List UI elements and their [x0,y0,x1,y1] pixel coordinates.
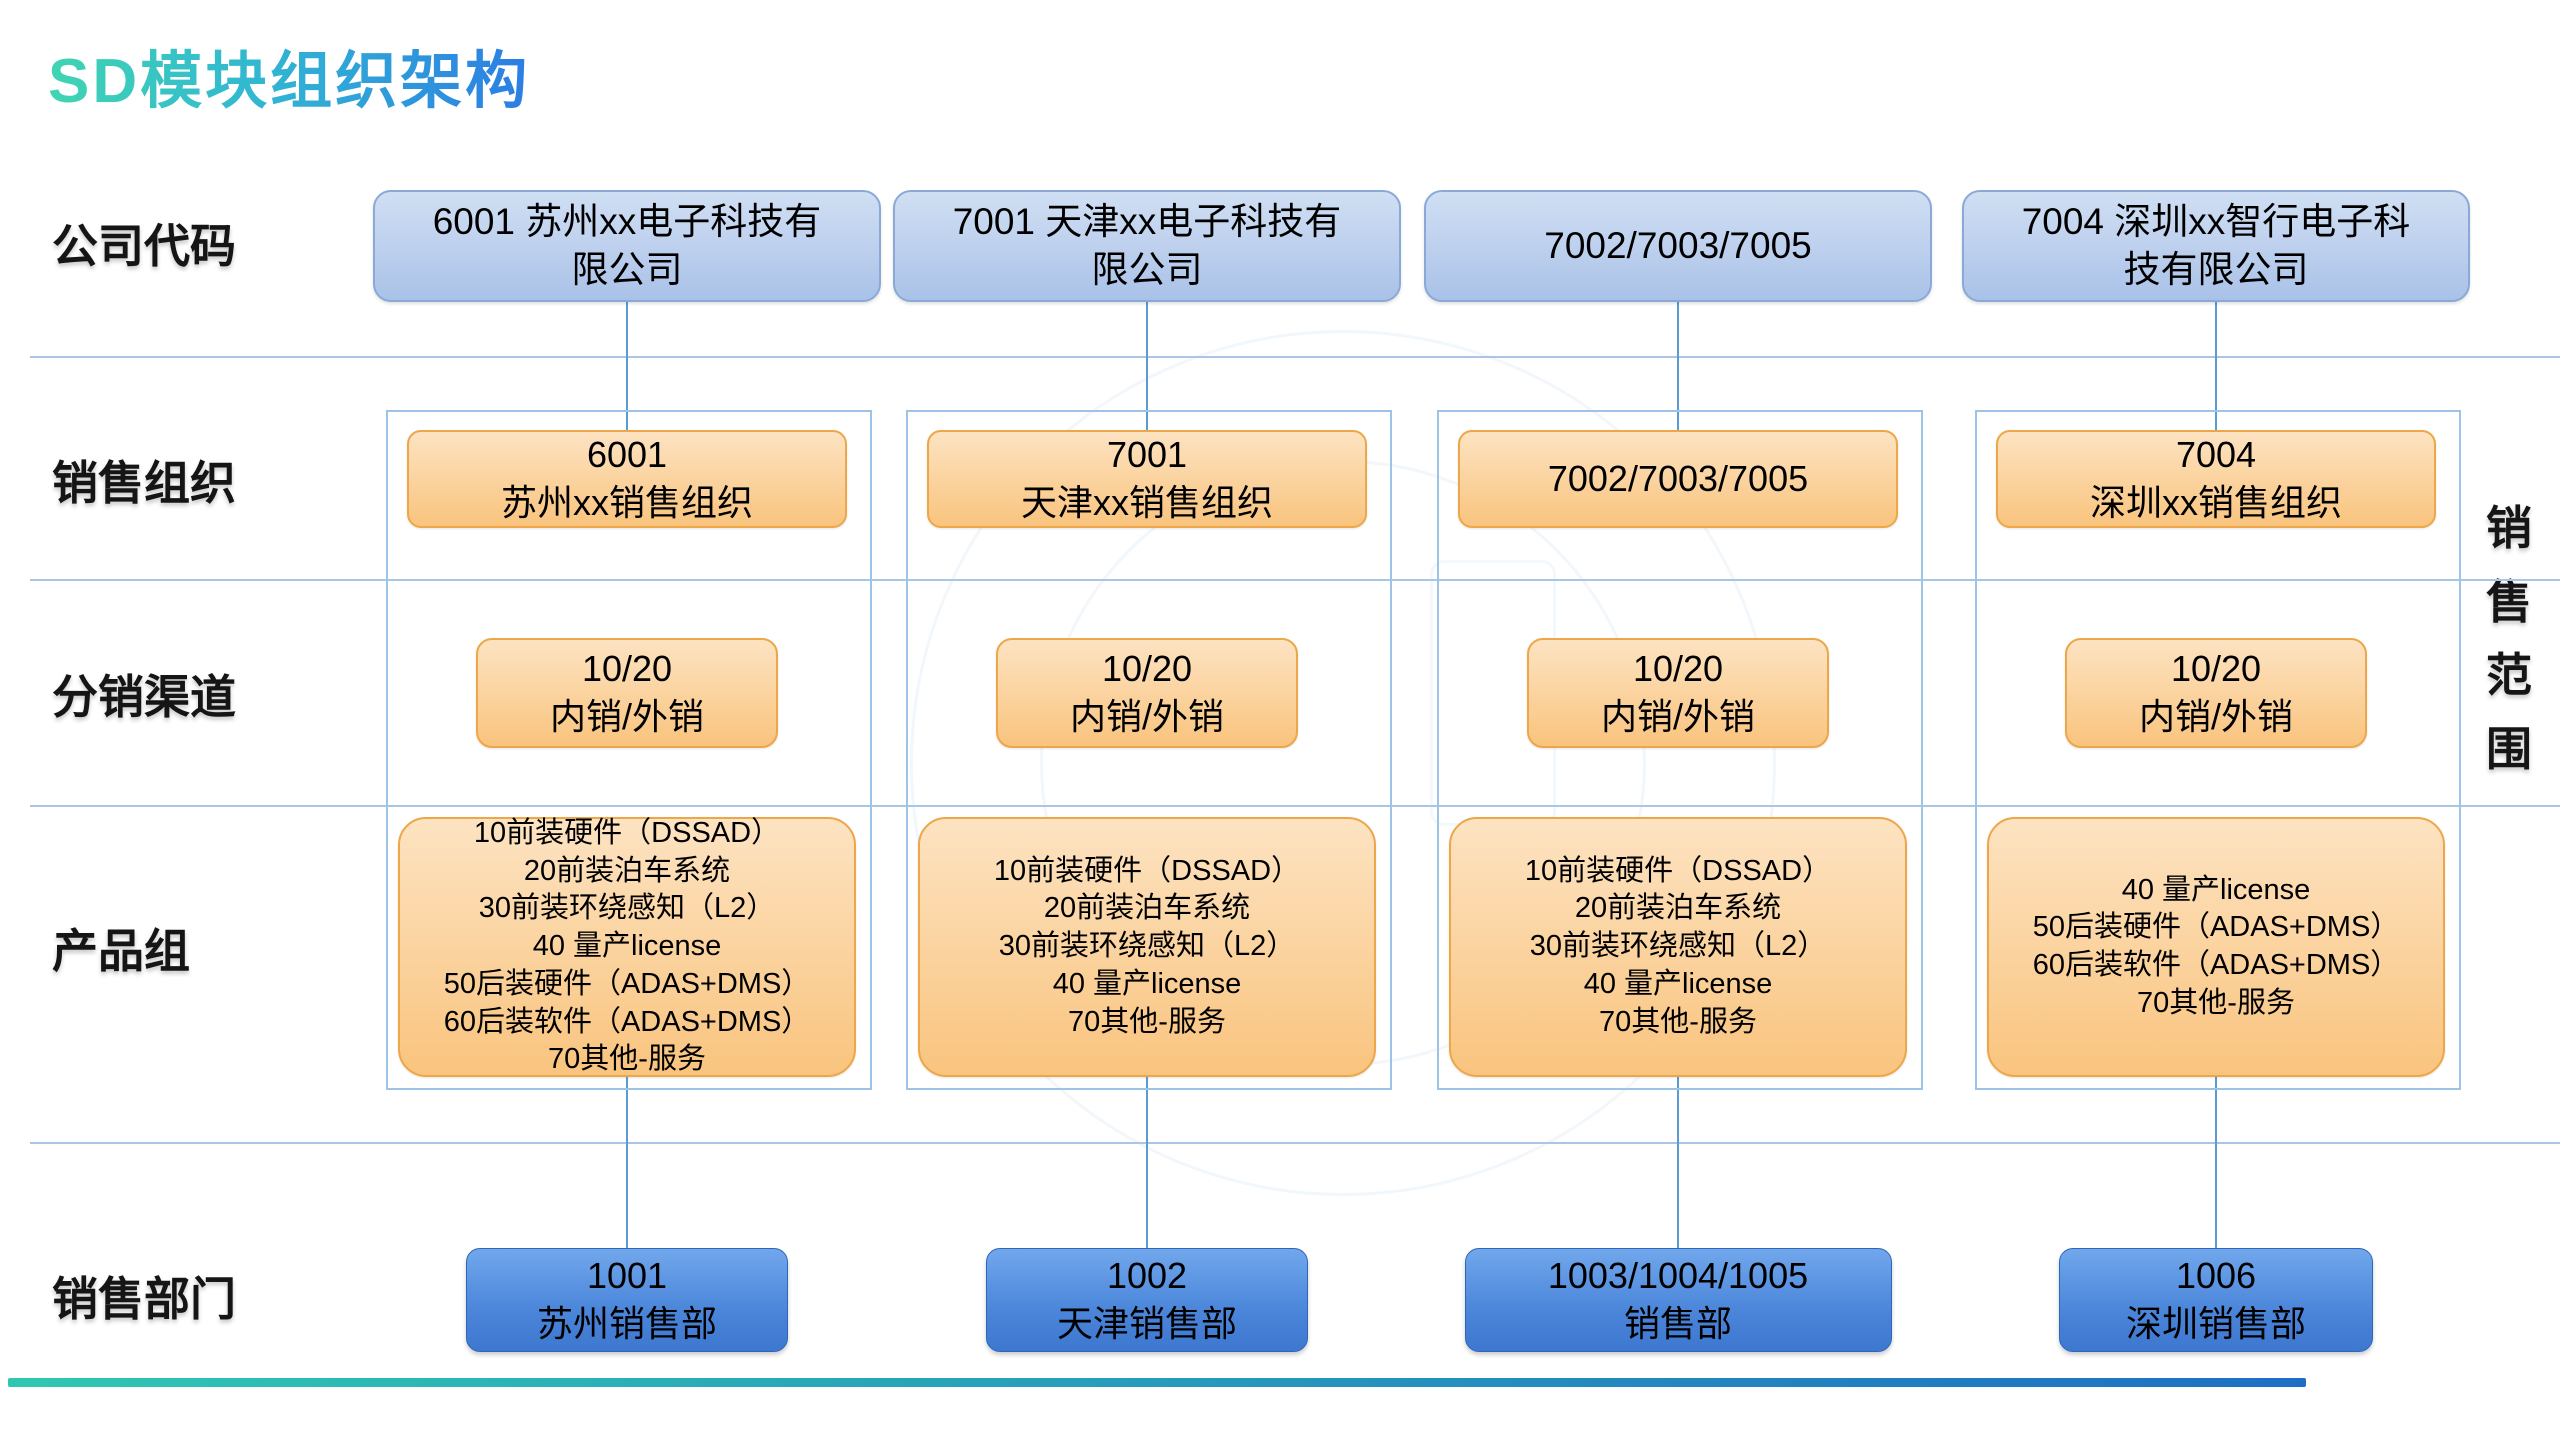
company-code-box: 7004 深圳xx智行电子科 技有限公司 [1962,190,2470,302]
connector-company-to-salesorg [1677,300,1679,432]
product-group-box: 40 量产license 50后装硬件（ADAS+DMS） 60后装软件（ADA… [1987,817,2445,1077]
dist-channel-box: 10/20 内销/外销 [476,638,778,748]
row-divider [30,356,2560,358]
sales-dept-box: 1001 苏州销售部 [466,1248,788,1352]
sales-area-outline [1437,410,1923,1090]
product-group-box: 10前装硬件（DSSAD） 20前装泊车系统 30前装环绕感知（L2） 40 量… [398,817,856,1077]
company-code-box: 6001 苏州xx电子科技有 限公司 [373,190,881,302]
connector-products-to-dept [1146,1075,1148,1250]
row-divider [30,1142,2560,1144]
sales-area-outline [386,410,872,1090]
connector-company-to-salesorg [626,300,628,432]
row-label-sales-dept: 销售部门 [52,1273,236,1325]
side-label-sales-scope: 销售范围 [2486,502,2532,775]
sales-dept-box: 1002 天津销售部 [986,1248,1308,1352]
sales-org-box: 7001 天津xx销售组织 [927,430,1367,528]
row-label-sales-org: 销售组织 [52,457,236,509]
company-code-box: 7001 天津xx电子科技有 限公司 [893,190,1401,302]
product-group-box: 10前装硬件（DSSAD） 20前装泊车系统 30前装环绕感知（L2） 40 量… [1449,817,1907,1077]
sales-org-box: 6001 苏州xx销售组织 [407,430,847,528]
sales-dept-box: 1006 深圳销售部 [2059,1248,2373,1352]
bottom-accent-bar [8,1378,2306,1387]
connector-products-to-dept [626,1075,628,1250]
connector-company-to-salesorg [2215,300,2217,432]
company-code-box: 7002/7003/7005 [1424,190,1932,302]
page-title: SD模块组织架构 [48,30,530,120]
dist-channel-box: 10/20 内销/外销 [2065,638,2367,748]
row-label-product-group: 产品组 [52,925,190,977]
row-label-dist-channel: 分销渠道 [52,671,236,723]
connector-products-to-dept [2215,1075,2217,1250]
connector-products-to-dept [1677,1075,1679,1250]
product-group-box: 10前装硬件（DSSAD） 20前装泊车系统 30前装环绕感知（L2） 40 量… [918,817,1376,1077]
dist-channel-box: 10/20 内销/外销 [1527,638,1829,748]
row-divider [30,579,2560,581]
row-divider [30,805,2560,807]
sales-org-box: 7004 深圳xx销售组织 [1996,430,2436,528]
connector-company-to-salesorg [1146,300,1148,432]
watermark-circle [910,330,1776,1196]
sales-org-box: 7002/7003/7005 [1458,430,1898,528]
dist-channel-box: 10/20 内销/外销 [996,638,1298,748]
sales-area-outline [1975,410,2461,1090]
sales-dept-box: 1003/1004/1005 销售部 [1464,1248,1892,1352]
row-label-company-code: 公司代码 [52,220,236,272]
sales-area-outline [906,410,1392,1090]
